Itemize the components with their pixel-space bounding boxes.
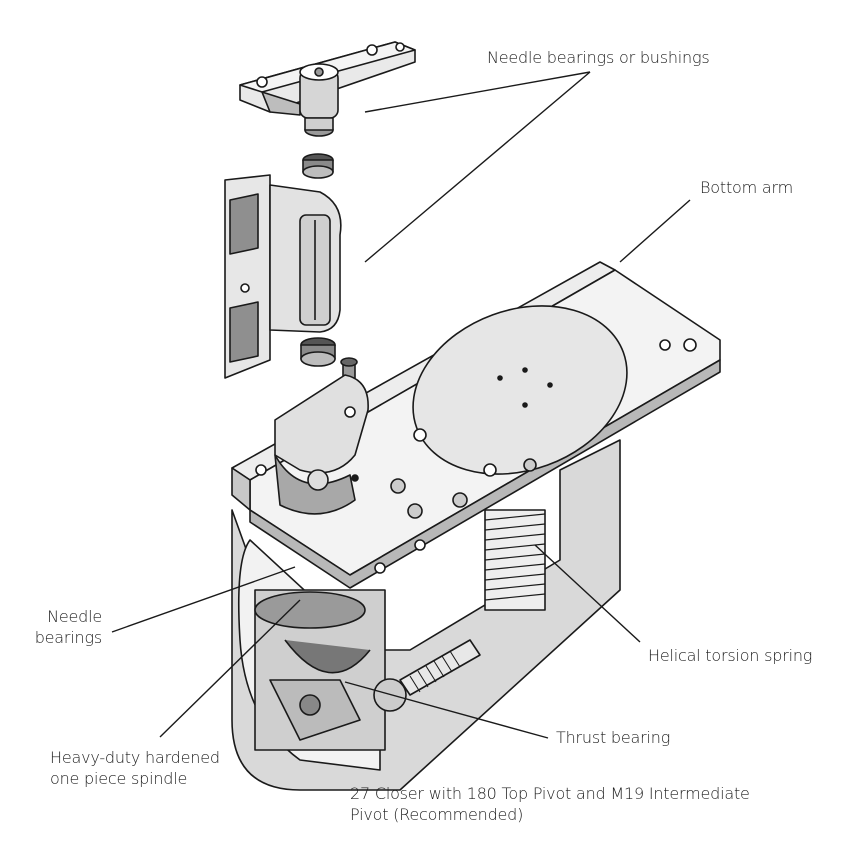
callout-needle-bearings-line2: bearings (34, 628, 103, 647)
callout-helical-torsion-spring: Helical torsion spring (648, 646, 813, 665)
helical-torsion-spring-art (484, 509, 546, 611)
closer-body (231, 439, 621, 791)
callout-needle-bearings-line1: Needle (47, 607, 102, 626)
callout-thrust-bearing: Thrust bearing (556, 728, 671, 747)
caption-line2: Pivot (Recommended) (350, 805, 524, 824)
top-bushing (302, 153, 334, 179)
top-pivot-arm (239, 41, 416, 137)
pivot-cap (274, 374, 369, 515)
intermediate-pivot (224, 174, 342, 379)
leader-lines (111, 71, 691, 739)
callout-spindle-line1: Heavy-duty hardened (50, 748, 220, 767)
callout-needle-bearings-or-bushings: Needle bearings or bushings (487, 48, 710, 67)
callout-spindle: Heavy-duty hardened one piece spindle (50, 747, 220, 789)
callout-bottom-arm: Bottom arm (700, 178, 793, 197)
lower-bushing (300, 337, 336, 367)
compression-spring (399, 639, 481, 696)
caption: 27 Closer with 180 Top Pivot and M19 Int… (350, 783, 750, 825)
callout-needle-bearings: Needle bearings (32, 606, 103, 648)
caption-line1: 27 Closer with 180 Top Pivot and M19 Int… (350, 784, 750, 803)
callout-spindle-line2: one piece spindle (50, 769, 188, 788)
